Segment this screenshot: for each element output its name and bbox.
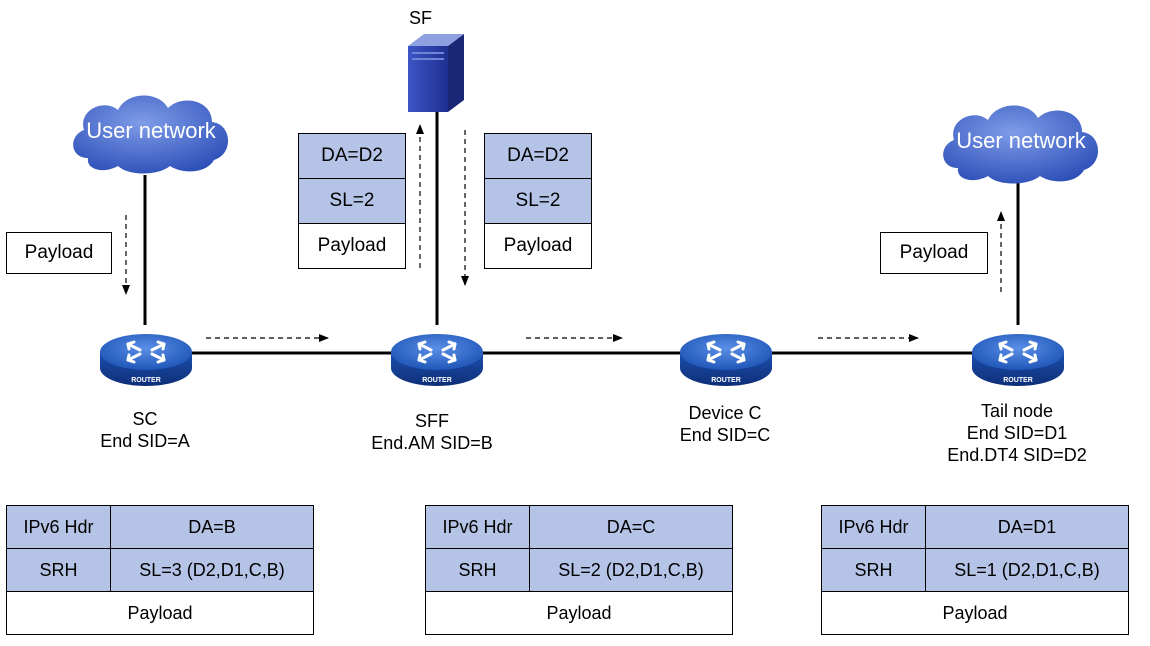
node-label-tail-node: Tail node End SID=D1 End.DT4 SID=D2: [947, 400, 1087, 466]
user-network-cloud-right: User network: [936, 98, 1106, 188]
node-name: SC: [132, 409, 158, 429]
router-sc: ROUTER: [98, 322, 194, 388]
node-name: Tail node: [980, 401, 1054, 421]
payload-cell: Payload: [7, 592, 313, 634]
stack-payload: Payload: [317, 235, 387, 256]
stack-sl: SL=2: [299, 179, 405, 224]
router-sff: ROUTER: [389, 322, 485, 388]
stack-payload: Payload: [503, 235, 573, 256]
router-device-c: ROUTER: [678, 322, 774, 388]
stack-sl: SL=2: [485, 179, 591, 224]
da-cell: DA=B: [111, 506, 313, 548]
router-icon: ROUTER: [391, 334, 483, 386]
router-icon: ROUTER: [100, 334, 192, 386]
user-network-label-right: User network: [956, 128, 1086, 153]
da-cell: DA=D1: [926, 506, 1128, 548]
sl-cell: SL=3 (D2,D1,C,B): [111, 549, 313, 591]
svg-text:ROUTER: ROUTER: [1003, 377, 1033, 384]
node-sid: End SID=A: [100, 431, 190, 451]
node-name: SFF: [415, 411, 449, 431]
node-label-sff: SFF End.AM SID=B: [371, 410, 493, 454]
node-sid: End.DT4 SID=D2: [947, 445, 1087, 465]
stack-da: DA=D2: [485, 134, 591, 179]
svg-text:ROUTER: ROUTER: [131, 377, 161, 384]
node-label-device-c: Device C End SID=C: [680, 402, 771, 446]
node-sid: End SID=C: [679, 425, 771, 445]
srh-cell: SRH: [7, 549, 111, 591]
hdr-cell: IPv6 Hdr: [7, 506, 111, 548]
svg-text:ROUTER: ROUTER: [711, 377, 741, 384]
payload-cell: Payload: [822, 592, 1128, 634]
srh-cell: SRH: [822, 549, 926, 591]
sf-server: [404, 30, 474, 114]
router-tail-node: ROUTER: [970, 322, 1066, 388]
hdr-cell: IPv6 Hdr: [426, 506, 530, 548]
cloud-icon: [73, 95, 229, 174]
sl-cell: SL=1 (D2,D1,C,B): [926, 549, 1128, 591]
hdr-cell: IPv6 Hdr: [822, 506, 926, 548]
cloud-icon: [943, 105, 1099, 184]
user-network-label-left: User network: [86, 118, 216, 143]
payload-box-right: Payload: [880, 232, 988, 274]
packet-stack-to-sf: DA=D2 SL=2 Payload: [298, 133, 406, 269]
srh-cell: SRH: [426, 549, 530, 591]
svg-text:ROUTER: ROUTER: [422, 377, 452, 384]
payload-box-left: Payload: [6, 232, 112, 274]
router-icon: ROUTER: [972, 334, 1064, 386]
user-network-cloud-left: User network: [66, 88, 236, 178]
packet-stack-from-sf: DA=D2 SL=2 Payload: [484, 133, 592, 269]
sl-cell: SL=2 (D2,D1,C,B): [530, 549, 732, 591]
node-sid: End SID=D1: [966, 423, 1068, 443]
node-sid: End.AM SID=B: [371, 433, 493, 453]
server-icon: [408, 34, 464, 112]
node-name: Device C: [688, 403, 762, 423]
stack-da: DA=D2: [299, 134, 405, 179]
da-cell: DA=C: [530, 506, 732, 548]
router-icon: ROUTER: [680, 334, 772, 386]
node-label-sc: SC End SID=A: [100, 408, 190, 452]
payload-cell: Payload: [426, 592, 732, 634]
sf-label: SF: [409, 8, 433, 28]
